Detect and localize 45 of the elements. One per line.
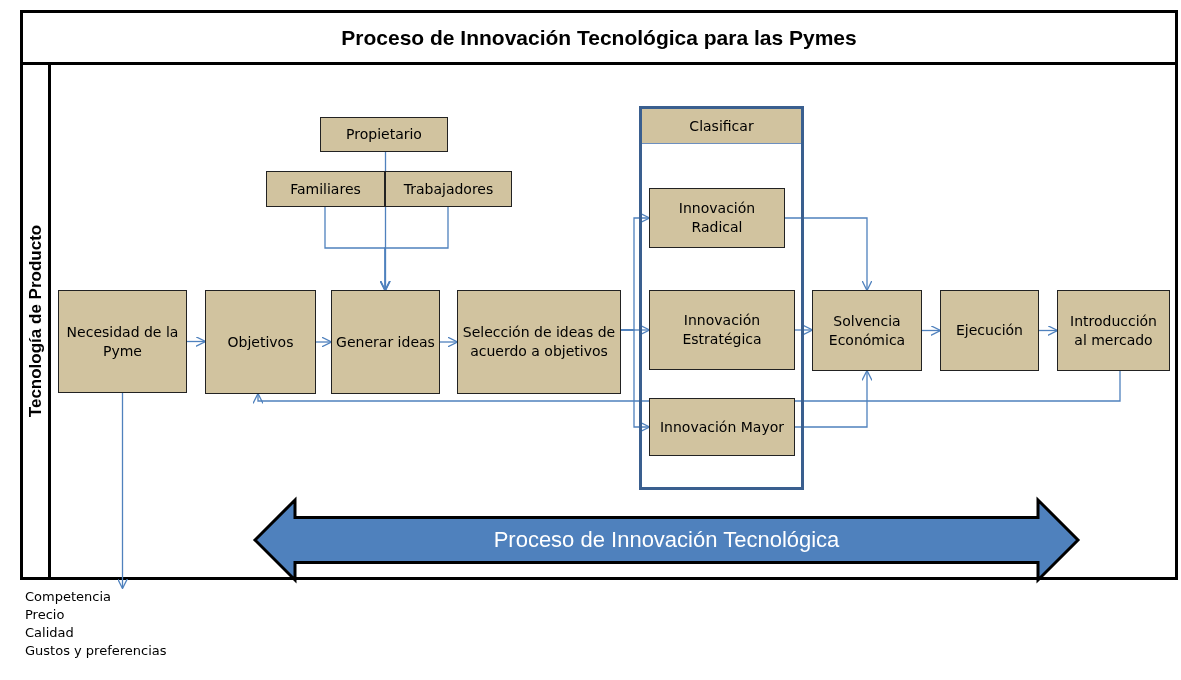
box-label: Objetivos [227,332,294,352]
box-label: Innovación Mayor [659,417,784,437]
box-label: Solvencia Económica [827,311,907,350]
connector-arrow [116,392,129,590]
process-box [812,290,922,371]
list-item: Gustos y preferencias [25,642,168,660]
process-box [266,171,385,207]
list-item: Calidad [25,624,75,642]
box-label: Trabajadores [403,179,494,199]
process-box [58,290,187,393]
connector-arrow [439,336,459,348]
box-label: Innovación Radical [677,199,757,237]
process-box [1057,290,1170,371]
connector-arrow [1038,324,1059,337]
process-box [649,290,795,370]
connector-arrow [186,335,207,348]
list-item: Precio [25,606,66,624]
connector-arrow [794,324,814,336]
process-box [649,188,785,248]
box-label: Propietario [346,125,422,144]
box-label: Familiares [290,179,361,199]
process-box [331,290,440,394]
box-label: Ejecución [956,321,1023,340]
connector-arrow [784,217,873,292]
box-label: Necesidad de la Pyme [65,322,180,361]
diagram-title: Proceso de Innovación Tecnológica para las Pymes [341,25,857,50]
connector-arrow [620,329,651,433]
box-label: Introducción al mercado [1069,311,1158,350]
group-frame [639,106,804,490]
process-box [940,290,1039,371]
box-label: Generar ideas [336,332,435,352]
box-label: Innovación Estratégica [681,311,763,349]
connector-arrow [794,369,873,428]
process-box [205,290,316,394]
box-label: Selección de ideas de acuerdo a objetivos [462,323,616,361]
process-box [457,290,621,394]
process-box [649,398,795,456]
group-heading: Clasificar [642,109,801,144]
process-box [385,171,512,207]
band-label: Tecnología de Producto [25,224,46,418]
connector-arrow [921,324,942,337]
list-item: Competencia [25,588,112,606]
process-box [320,117,448,152]
connector-arrow [315,336,333,348]
connector-arrow [379,206,449,292]
